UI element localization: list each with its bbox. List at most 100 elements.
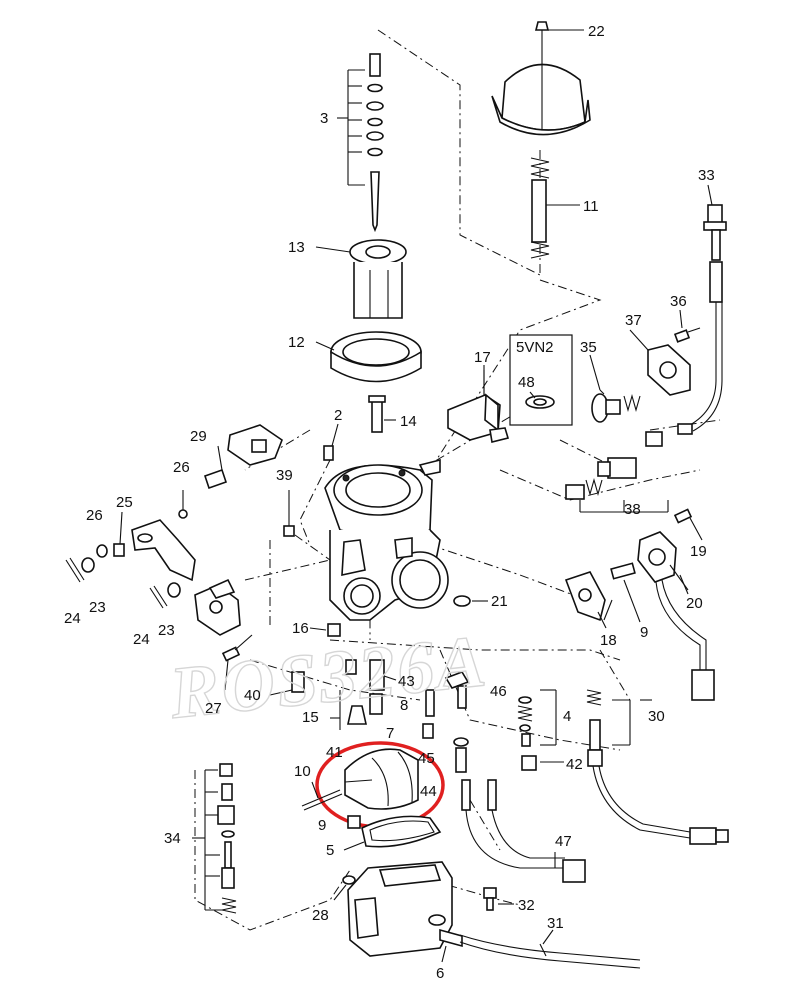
part-6-drain-screw xyxy=(439,928,463,963)
label-41: 41 xyxy=(326,744,343,761)
leader-lines xyxy=(483,29,713,945)
part-35 xyxy=(589,354,641,423)
float-bowl xyxy=(347,861,453,957)
label-24-right: 24 xyxy=(133,631,150,648)
part-7-jet xyxy=(422,689,435,739)
label-38: 38 xyxy=(624,501,641,518)
label-3: 3 xyxy=(320,110,328,127)
part-3-needle-assembly xyxy=(337,53,384,233)
label-30: 30 xyxy=(648,708,665,725)
label-47: 47 xyxy=(555,833,572,850)
part-37-plate xyxy=(647,344,691,396)
label-19: 19 xyxy=(690,543,707,560)
label-31: 31 xyxy=(547,915,564,932)
part-9-screw-right xyxy=(610,562,641,623)
part-19-screw xyxy=(673,508,703,541)
part-25-bushing xyxy=(113,511,125,557)
label-23-left: 23 xyxy=(89,599,106,616)
label-25: 25 xyxy=(116,494,133,511)
variant-tag: 5VN2 xyxy=(516,339,554,356)
label-20: 20 xyxy=(686,595,703,612)
part-45 xyxy=(453,737,469,773)
part-21-o-ring xyxy=(453,595,488,607)
label-12: 12 xyxy=(288,334,305,351)
variant-box xyxy=(509,334,573,426)
part-41-44-float xyxy=(344,748,419,810)
part-26-link-lower xyxy=(167,578,241,636)
label-28: 28 xyxy=(312,907,329,924)
part-48 xyxy=(525,391,555,409)
part-38 xyxy=(565,457,669,513)
label-15: 15 xyxy=(302,709,319,726)
part-39-screw xyxy=(283,490,295,537)
part-23-washer-a xyxy=(81,544,108,573)
part-24-clip-b xyxy=(149,585,168,609)
label-23-right: 23 xyxy=(158,622,175,639)
part-14-screw xyxy=(368,395,396,433)
part-4-pilot-screw xyxy=(517,689,557,747)
label-17: 17 xyxy=(474,349,491,366)
part-22-top-cover xyxy=(491,21,591,136)
label-9-right: 9 xyxy=(640,624,648,641)
label-26-lower: 26 xyxy=(86,507,103,524)
part-24-clip-a xyxy=(65,557,85,583)
part-13-piston-valve xyxy=(315,239,407,319)
label-10: 10 xyxy=(294,763,311,780)
part-30-cable xyxy=(586,689,729,845)
part-31-hose xyxy=(459,934,641,969)
part-32-screw xyxy=(483,887,514,911)
label-48: 48 xyxy=(518,374,535,391)
label-46: 46 xyxy=(490,683,507,700)
label-5: 5 xyxy=(326,842,334,859)
label-37: 37 xyxy=(625,312,642,329)
part-15-jet-holder xyxy=(330,659,367,730)
part-26-link-upper xyxy=(131,490,196,582)
label-13: 13 xyxy=(288,239,305,256)
label-18: 18 xyxy=(600,632,617,649)
label-24-left: 24 xyxy=(64,610,81,627)
part-47-wiring xyxy=(461,779,586,883)
label-21: 21 xyxy=(491,593,508,610)
label-40: 40 xyxy=(244,687,261,704)
label-29: 29 xyxy=(190,428,207,445)
label-9-left: 9 xyxy=(318,817,326,834)
label-34: 34 xyxy=(164,830,181,847)
part-16-plug xyxy=(309,623,341,637)
label-36: 36 xyxy=(670,293,687,310)
label-7: 7 xyxy=(386,725,394,742)
label-14: 14 xyxy=(400,413,417,430)
label-2: 2 xyxy=(334,407,342,424)
label-26-upper: 26 xyxy=(173,459,190,476)
label-11: 11 xyxy=(583,198,599,215)
label-16: 16 xyxy=(292,620,309,637)
label-27: 27 xyxy=(205,700,222,717)
label-45: 45 xyxy=(418,750,435,767)
label-42: 42 xyxy=(566,756,583,773)
part-5-gasket xyxy=(343,815,442,851)
part-labels: 5VN2 22 3 11 33 13 36 37 12 35 17 48 2 1… xyxy=(64,23,715,982)
label-22: 22 xyxy=(588,23,605,40)
part-42 xyxy=(521,755,537,771)
part-28 xyxy=(333,875,356,901)
part-20-sensor xyxy=(637,531,715,701)
part-27-screw xyxy=(221,634,253,691)
watermark: ROS326A xyxy=(165,620,491,735)
part-40-screw xyxy=(269,671,305,696)
part-18-plate xyxy=(564,571,607,629)
label-35: 35 xyxy=(580,339,597,356)
part-36-bolt xyxy=(673,327,701,343)
part-10-pin xyxy=(301,781,343,811)
label-33: 33 xyxy=(698,167,715,184)
label-43: 43 xyxy=(398,673,415,690)
part-29-bracket xyxy=(203,424,283,490)
part-2-jet xyxy=(323,423,339,461)
part-34-assembly xyxy=(192,763,237,914)
part-46 xyxy=(444,671,470,709)
part-17-choke xyxy=(447,365,510,443)
label-6: 6 xyxy=(436,965,444,982)
label-8: 8 xyxy=(400,697,408,714)
label-44: 44 xyxy=(420,783,437,800)
label-4: 4 xyxy=(563,708,571,725)
label-39: 39 xyxy=(276,467,293,484)
